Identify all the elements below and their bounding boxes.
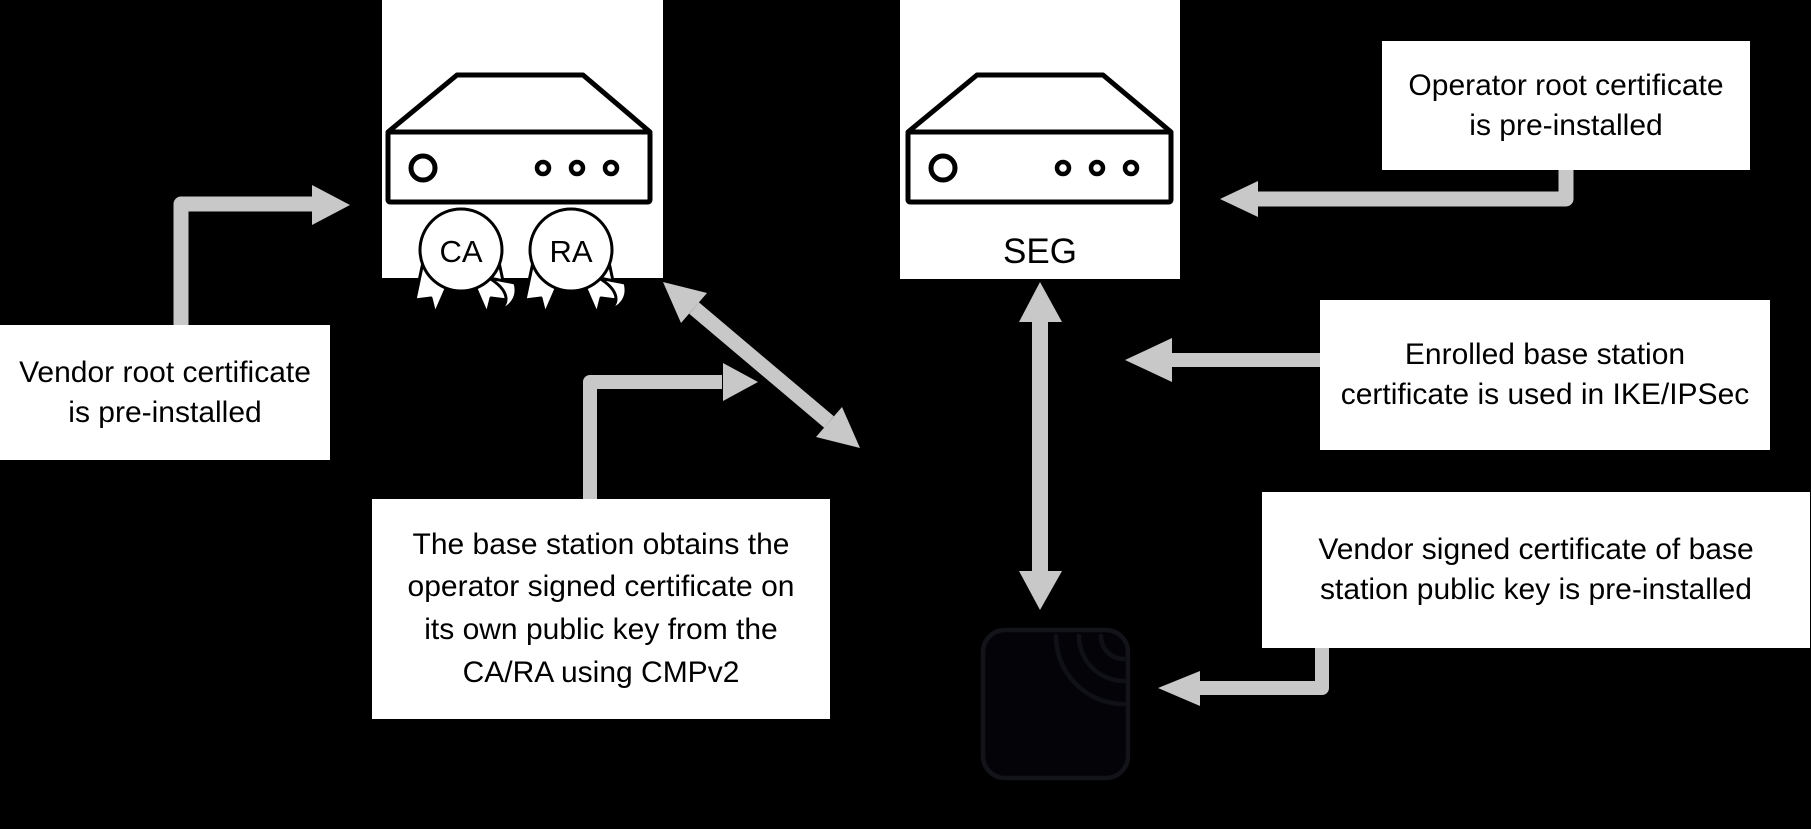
vendor-signed-certificate-callout: Vendor signed certificate of base statio… (1262, 492, 1810, 648)
ca-ra-base-station-double-arrow (663, 282, 860, 448)
ra-badge-label: RA (549, 234, 592, 269)
seg-base-station-double-arrow (1019, 282, 1062, 610)
ra-certificate-badge-icon: RA (523, 207, 628, 316)
cmpv2-enrollment-callout: The base station obtains the operator si… (372, 499, 830, 719)
cmpv2-to-link-arrow (583, 363, 758, 499)
operator-root-to-seg-arrow (1220, 170, 1574, 217)
base-station-wireless-icon (980, 627, 1131, 781)
seg-node-label: SEG (1003, 232, 1077, 271)
operator-root-certificate-callout: Operator root certificate is pre-install… (1382, 41, 1750, 170)
ca-ra-server-icon (385, 72, 653, 205)
vendor-root-to-ca-ra-arrow (173, 185, 350, 325)
seg-server-icon: SEG (905, 72, 1174, 271)
wifi-signal-arcs-icon (1053, 633, 1127, 707)
vendor-root-certificate-callout: Vendor root certificate is pre-installed (0, 325, 330, 460)
vendor-signed-to-base-station-arrow (1158, 648, 1329, 706)
ca-certificate-badge-icon: CA (413, 207, 518, 316)
ca-badge-label: CA (439, 234, 482, 269)
enrolled-certificate-callout: Enrolled base station certificate is use… (1320, 300, 1770, 450)
enrolled-to-seg-link-arrow (1125, 338, 1320, 382)
